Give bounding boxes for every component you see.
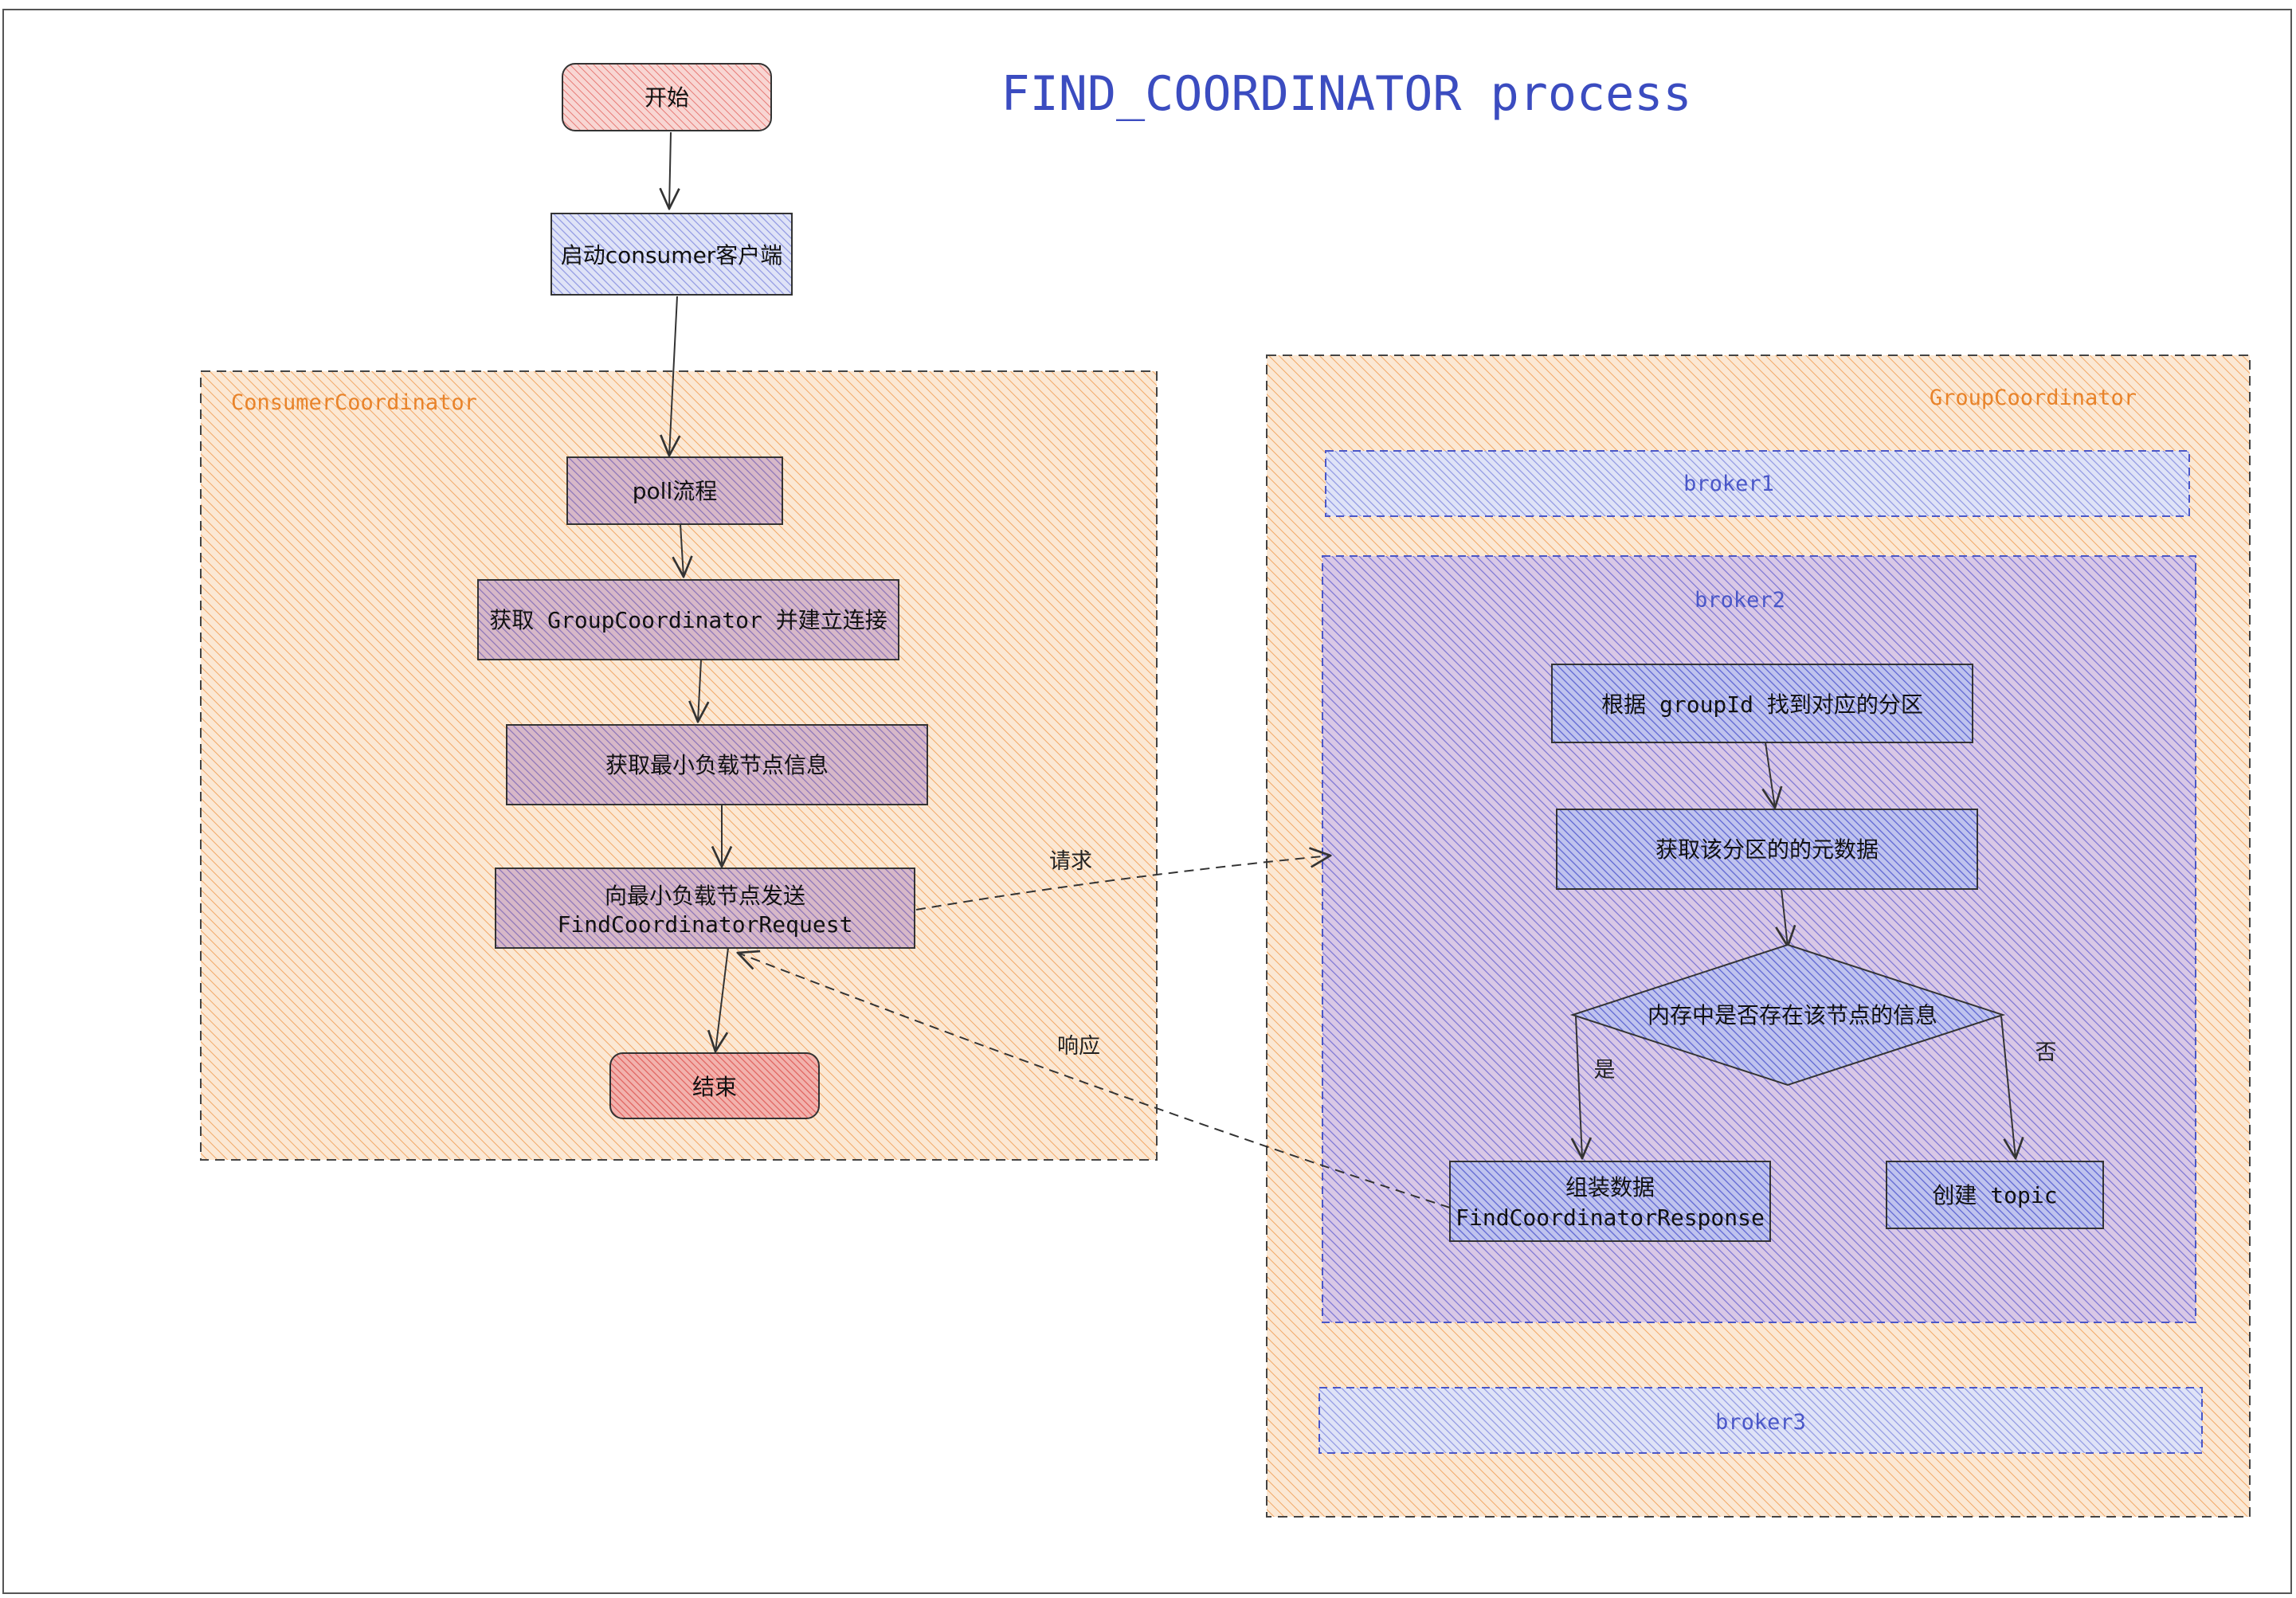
edge-send-to-end [715,947,729,1052]
left-flow-edges [669,131,729,1052]
yes-label: 是 [1594,1058,1616,1083]
send-request-node[interactable]: 向最小负载节点发送 FindCoordinatorRequest [495,868,915,949]
start-node[interactable]: 开始 [562,63,772,131]
edge-start-to-launch [669,131,671,209]
broker3-group: broker3 [1318,1387,2203,1454]
end-node-label: 结束 [692,1074,737,1100]
right-flow-edges [1576,742,2016,1158]
decision-label: 内存中是否存在该节点的信息 [1648,1002,1937,1028]
edge-decision-no [2000,1016,2016,1158]
get-metadata-label: 获取该分区的的元数据 [1655,836,1879,863]
launch-client-label: 启动consumer客户端 [561,242,783,268]
poll-flow-label: poll流程 [633,478,717,504]
edge-poll-to-getgc [680,523,684,577]
get-group-coordinator-node[interactable]: 获取 GroupCoordinator 并建立连接 [477,579,899,660]
broker2-label: broker2 [1695,588,1785,613]
broker3-label: broker3 [1715,1410,1806,1435]
find-partition-node[interactable]: 根据 groupId 找到对应的分区 [1551,664,1973,743]
edge-partition-to-metadata [1765,742,1775,808]
edge-getgc-to-leastloaded [698,659,701,722]
edge-launch-to-poll [669,296,677,456]
edge-request [915,856,1330,911]
request-label: 请求 [1049,849,1092,874]
find-partition-label: 根据 groupId 找到对应的分区 [1601,691,1923,718]
start-node-label: 开始 [645,84,689,111]
get-metadata-node[interactable]: 获取该分区的的元数据 [1556,809,1978,890]
page-frame [2,9,2292,1594]
send-request-label-1: 向最小负载节点发送 [605,883,805,909]
assemble-response-label-1: 组装数据 [1565,1174,1655,1200]
send-request-label-2: FindCoordinatorRequest [558,911,853,938]
edge-metadata-to-decision [1781,888,1788,946]
get-least-loaded-label: 获取最小负载节点信息 [605,752,829,778]
edge-decision-yes [1576,1016,1582,1158]
no-label: 否 [2035,1040,2057,1065]
create-topic-node[interactable]: 创建 topic [1886,1161,2104,1229]
assemble-response-label-2: FindCoordinatorResponse [1456,1204,1765,1231]
launch-client-node[interactable]: 启动consumer客户端 [550,213,793,296]
response-label: 响应 [1057,1034,1100,1059]
get-group-coordinator-label: 获取 GroupCoordinator 并建立连接 [489,607,887,633]
edge-response [738,953,1451,1208]
broker1-group: broker1 [1325,450,2190,517]
get-least-loaded-node[interactable]: 获取最小负载节点信息 [506,724,928,805]
consumer-coordinator-label: ConsumerCoordinator [231,390,477,415]
group-coordinator-label: GroupCoordinator [1930,386,2137,410]
decision-node[interactable]: 内存中是否存在该节点的信息 [1569,943,2006,1087]
end-node[interactable]: 结束 [609,1052,820,1119]
broker1-label: broker1 [1683,472,1774,496]
poll-flow-node[interactable]: poll流程 [566,456,783,525]
cross-edges [738,856,1451,1208]
diagram-title: FIND_COORDINATOR process [1001,66,1692,122]
assemble-response-node[interactable]: 组装数据 FindCoordinatorResponse [1449,1161,1771,1242]
create-topic-label: 创建 topic [1932,1182,2057,1208]
